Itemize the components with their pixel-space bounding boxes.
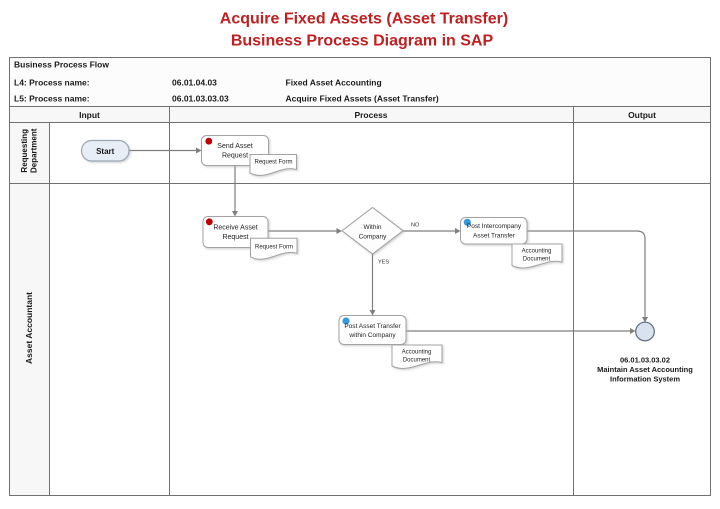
svg-text:YES: YES [378,260,389,266]
svg-text:06.01.03.03.02: 06.01.03.03.02 [620,356,670,365]
svg-text:L4: Process name:: L4: Process name: [14,78,90,88]
svg-text:Post Asset Transfer: Post Asset Transfer [344,323,401,330]
svg-text:Fixed Asset Accounting: Fixed Asset Accounting [286,78,382,88]
svg-text:L5: Process name:: L5: Process name: [14,94,90,104]
svg-text:Document: Document [403,358,431,364]
svg-text:Accounting: Accounting [522,249,552,255]
svg-text:Process: Process [354,110,387,120]
svg-text:NO: NO [411,223,420,229]
svg-text:Within: Within [363,224,381,231]
svg-text:Acquire Fixed Assets (Asset Tr: Acquire Fixed Assets (Asset Transfer) [286,94,439,104]
svg-text:Business Process Diagram in SA: Business Process Diagram in SAP [231,33,494,50]
svg-text:Request: Request [222,153,248,160]
svg-text:Post Intercompany: Post Intercompany [467,223,522,230]
svg-text:Accounting: Accounting [402,350,432,356]
svg-text:Business Process Flow: Business Process Flow [14,60,109,70]
svg-text:within Company: within Company [348,332,396,339]
svg-text:Information System: Information System [610,374,680,383]
svg-text:RequestingDepartment: RequestingDepartment [20,128,39,173]
svg-text:06.01.03.03.03: 06.01.03.03.03 [172,94,229,104]
svg-text:06.01.04.03: 06.01.04.03 [172,78,217,88]
svg-text:Start: Start [96,147,115,156]
svg-text:Asset Accountant: Asset Accountant [24,292,34,364]
svg-text:Request Form: Request Form [254,160,292,166]
svg-text:Output: Output [628,110,656,120]
svg-text:Request: Request [222,234,248,241]
svg-text:Receive Asset: Receive Asset [213,225,257,232]
svg-text:Acquire Fixed Assets (Asset Tr: Acquire Fixed Assets (Asset Transfer) [220,11,508,28]
svg-text:Send Asset: Send Asset [217,143,252,150]
svg-text:Maintain Asset Accounting: Maintain Asset Accounting [597,365,693,374]
svg-text:Asset Transfer: Asset Transfer [473,233,516,240]
svg-text:Input: Input [79,110,100,120]
svg-text:Document: Document [523,257,551,263]
svg-text:Company: Company [359,234,388,241]
svg-text:Request Form: Request Form [255,245,293,251]
